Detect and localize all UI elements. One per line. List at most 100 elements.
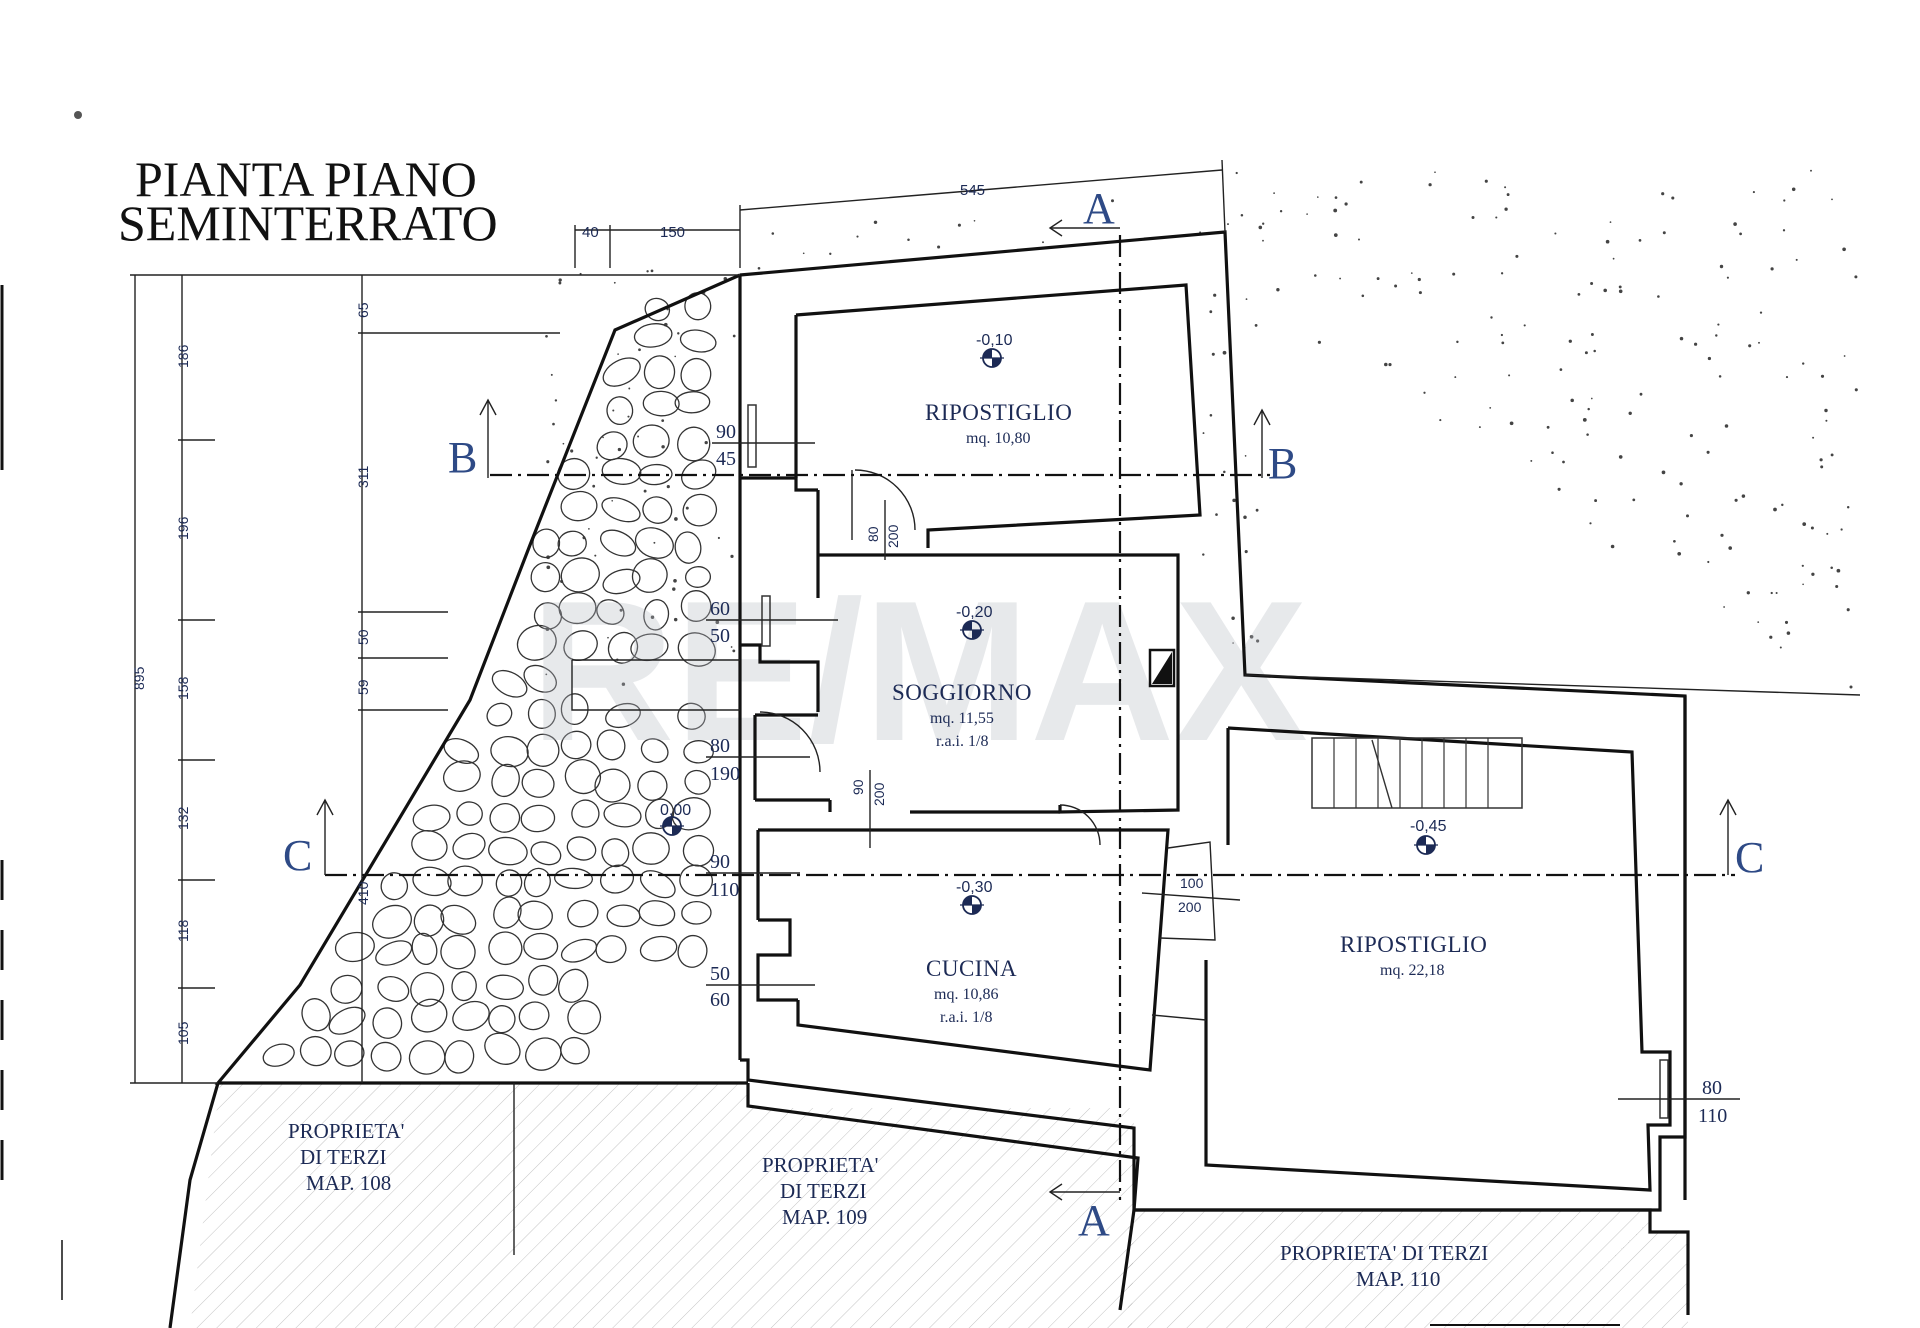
stone (440, 934, 476, 970)
level-cucina: -0,30 (956, 879, 993, 896)
stone (452, 832, 486, 860)
svg-text:80: 80 (710, 735, 730, 757)
stone (557, 457, 591, 491)
stone (677, 426, 711, 462)
soil-dot (1679, 336, 1684, 341)
dim-chain-158: 158 (175, 676, 191, 700)
staircase (1311, 737, 1523, 809)
soil-dot (1830, 566, 1833, 569)
soil-dot (685, 506, 689, 510)
stone (560, 1036, 590, 1065)
soil-dot (1314, 274, 1317, 277)
dim-chain-105: 105 (175, 1021, 191, 1045)
soil-dot (1359, 180, 1363, 184)
stone (558, 592, 597, 625)
soil-dot (937, 245, 941, 249)
soil-dot (638, 348, 641, 352)
soil-dot (1376, 277, 1380, 281)
soil-dot (1428, 183, 1432, 187)
soil-dot (558, 281, 562, 285)
stone (642, 496, 673, 524)
stone (601, 457, 642, 485)
soil-dot (1820, 374, 1825, 378)
stone (411, 829, 448, 862)
svg-text:190: 190 (710, 763, 740, 785)
soil-dot (1334, 196, 1338, 199)
room-name-ripostiglio-1: RIPOSTIGLIO (925, 400, 1072, 425)
soil-dot (673, 617, 678, 622)
soil-dot (1279, 210, 1283, 213)
soil-dot (545, 334, 548, 338)
svg-text:DI TERZI: DI TERZI (780, 1179, 867, 1203)
stone (452, 1000, 490, 1031)
stone (601, 497, 641, 523)
soil-dot (653, 541, 656, 544)
stone (517, 900, 553, 931)
soil-dot (1232, 642, 1234, 644)
soil-dot (1209, 310, 1213, 314)
soil-dot (1724, 424, 1729, 428)
soil-dot (1410, 272, 1413, 274)
soil-dot (1357, 238, 1361, 241)
soil-dot (1831, 198, 1833, 201)
stone (632, 832, 670, 865)
soil-dot (1715, 334, 1718, 337)
soil-dot (1593, 349, 1596, 353)
soil-dot (1734, 498, 1738, 502)
soil-dot (661, 419, 665, 422)
stone (644, 297, 671, 322)
svg-text:PROPRIETA' DI TERZI: PROPRIETA' DI TERZI (1280, 1241, 1488, 1265)
soil-dot (1222, 350, 1227, 355)
soil-dot (1577, 293, 1581, 296)
stone (456, 801, 483, 826)
soil-dot (1227, 223, 1229, 226)
stone (684, 769, 711, 795)
level-markers (660, 348, 1438, 915)
soil-dot (1339, 277, 1342, 280)
soil-dot (1784, 620, 1789, 624)
soil-dot (730, 646, 733, 648)
soil-dot (1632, 498, 1636, 502)
soil-dot (1594, 499, 1598, 503)
soil-dot (1791, 187, 1796, 192)
section-a-top: A (1083, 184, 1115, 233)
soil-dot (1842, 247, 1846, 252)
soil-dot (973, 219, 976, 222)
soil-dot (1618, 455, 1623, 459)
stone (557, 968, 589, 1003)
soil-dot (1757, 621, 1760, 623)
soil-dot (1255, 508, 1259, 512)
stone (491, 669, 528, 698)
dim-chain-132: 132 (175, 806, 191, 830)
svg-text:PROPRIETA': PROPRIETA' (762, 1153, 878, 1177)
stone (447, 865, 483, 897)
room-ripostiglio-1: -0,10 RIPOSTIGLIO mq. 10,80 (925, 332, 1072, 447)
stone (674, 391, 711, 414)
soil-dot (1317, 340, 1321, 344)
soil-dot (1244, 550, 1248, 554)
soil-dot (704, 440, 708, 445)
soil-dot (545, 673, 548, 676)
section-c-left: C (283, 831, 312, 880)
soil-dot (1746, 591, 1750, 595)
soil-dot (1677, 551, 1682, 556)
level-marker-symbol (960, 620, 984, 640)
soil-dot (1752, 191, 1755, 194)
soil-dot (1506, 193, 1510, 197)
level-marker-symbol (1414, 835, 1438, 855)
soil-dot (650, 615, 655, 619)
third-party-hatch (190, 1083, 1688, 1328)
stone (679, 329, 717, 353)
soil-dot (1557, 487, 1561, 491)
dim-inner-311: 311 (355, 465, 371, 488)
stone (674, 531, 702, 564)
soil-dot (666, 485, 670, 489)
property-map-110: PROPRIETA' DI TERZI MAP. 110 (1280, 1241, 1488, 1291)
room-name-cucina: CUCINA (926, 956, 1017, 981)
soil-dot (1042, 241, 1044, 244)
stone (410, 972, 445, 1007)
soil-dot (1262, 239, 1264, 242)
section-b-right: B (1268, 439, 1297, 488)
soil-dot (1384, 362, 1388, 367)
